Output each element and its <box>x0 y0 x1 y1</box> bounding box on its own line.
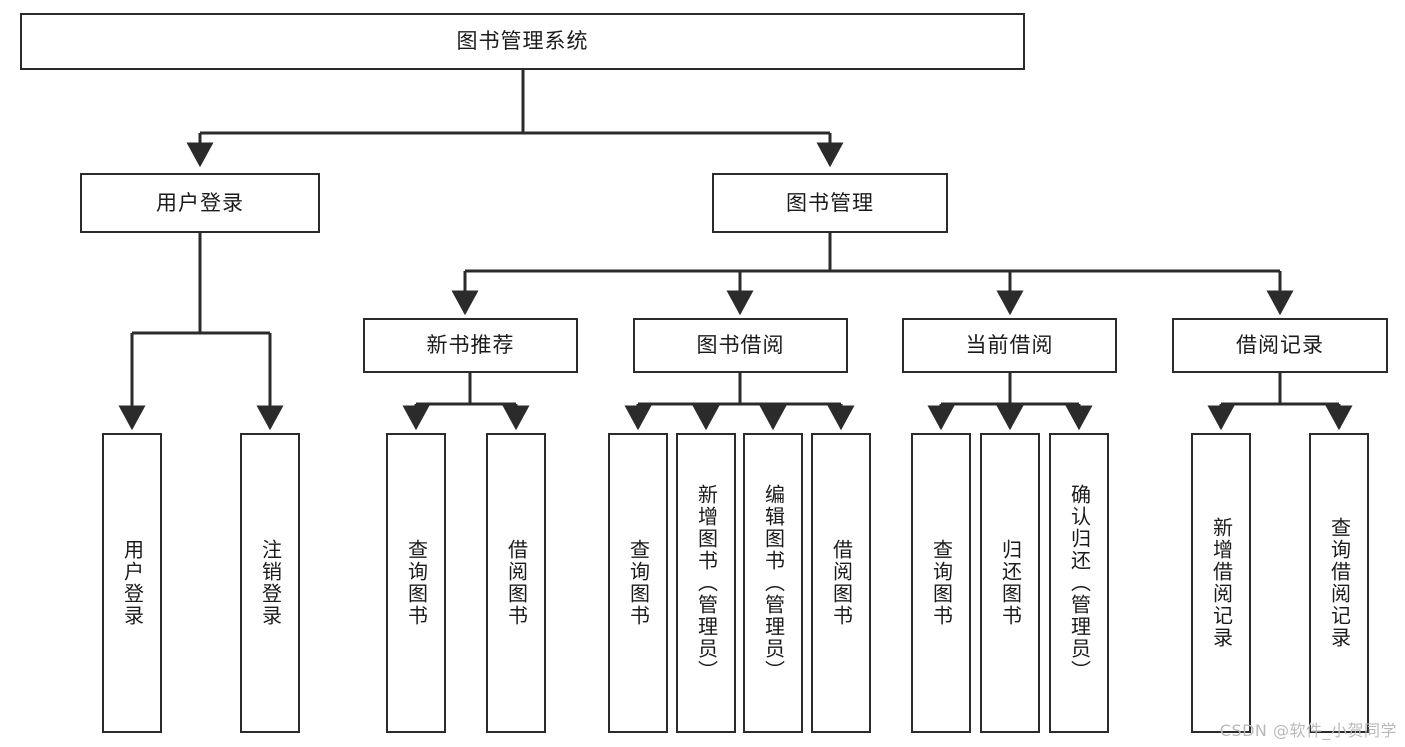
leaf-record-add-borrow-record[interactable]: 新增借阅记录 <box>1191 433 1251 733</box>
leaf-user-login[interactable]: 用户登录 <box>102 433 162 733</box>
leaf-current-confirm-return-admin[interactable]: 确认归还（管理员） <box>1049 433 1109 733</box>
leaf-label: 查询图书 <box>404 539 429 627</box>
leaf-label: 查询借阅记录 <box>1327 517 1352 649</box>
leaf-record-query-borrow-record[interactable]: 查询借阅记录 <box>1309 433 1369 733</box>
leaf-label: 编辑图书（管理员） <box>761 484 786 682</box>
node-borrow-record[interactable]: 借阅记录 <box>1172 318 1388 373</box>
leaf-newbook-query-book[interactable]: 查询图书 <box>386 433 446 733</box>
leaf-label: 新增图书（管理员） <box>694 484 719 682</box>
leaf-user-logout[interactable]: 注销登录 <box>240 433 300 733</box>
leaf-label: 用户登录 <box>120 539 145 627</box>
leaf-label: 新增借阅记录 <box>1209 517 1234 649</box>
leaf-borrow-add-book-admin[interactable]: 新增图书（管理员） <box>676 433 736 733</box>
leaf-label: 借阅图书 <box>504 539 529 627</box>
leaf-label: 注销登录 <box>258 539 283 627</box>
node-user-login[interactable]: 用户登录 <box>80 173 320 233</box>
leaf-label: 查询图书 <box>929 539 954 627</box>
node-book-borrow[interactable]: 图书借阅 <box>633 318 848 373</box>
node-current-borrow[interactable]: 当前借阅 <box>902 318 1117 373</box>
leaf-label: 归还图书 <box>998 539 1023 627</box>
leaf-borrow-query-book[interactable]: 查询图书 <box>608 433 668 733</box>
leaf-newbook-borrow-book[interactable]: 借阅图书 <box>486 433 546 733</box>
leaf-current-query-book[interactable]: 查询图书 <box>911 433 971 733</box>
node-new-book-recommend[interactable]: 新书推荐 <box>363 318 578 373</box>
leaf-label: 查询图书 <box>626 539 651 627</box>
node-book-management[interactable]: 图书管理 <box>712 173 948 233</box>
leaf-borrow-edit-book-admin[interactable]: 编辑图书（管理员） <box>743 433 803 733</box>
leaf-label: 借阅图书 <box>829 539 854 627</box>
node-root-system[interactable]: 图书管理系统 <box>20 13 1025 70</box>
leaf-label: 确认归还（管理员） <box>1067 484 1092 682</box>
leaf-current-return-book[interactable]: 归还图书 <box>980 433 1040 733</box>
leaf-borrow-borrow-book[interactable]: 借阅图书 <box>811 433 871 733</box>
csdn-watermark: CSDN @软件_小贺同学 <box>1219 721 1397 740</box>
